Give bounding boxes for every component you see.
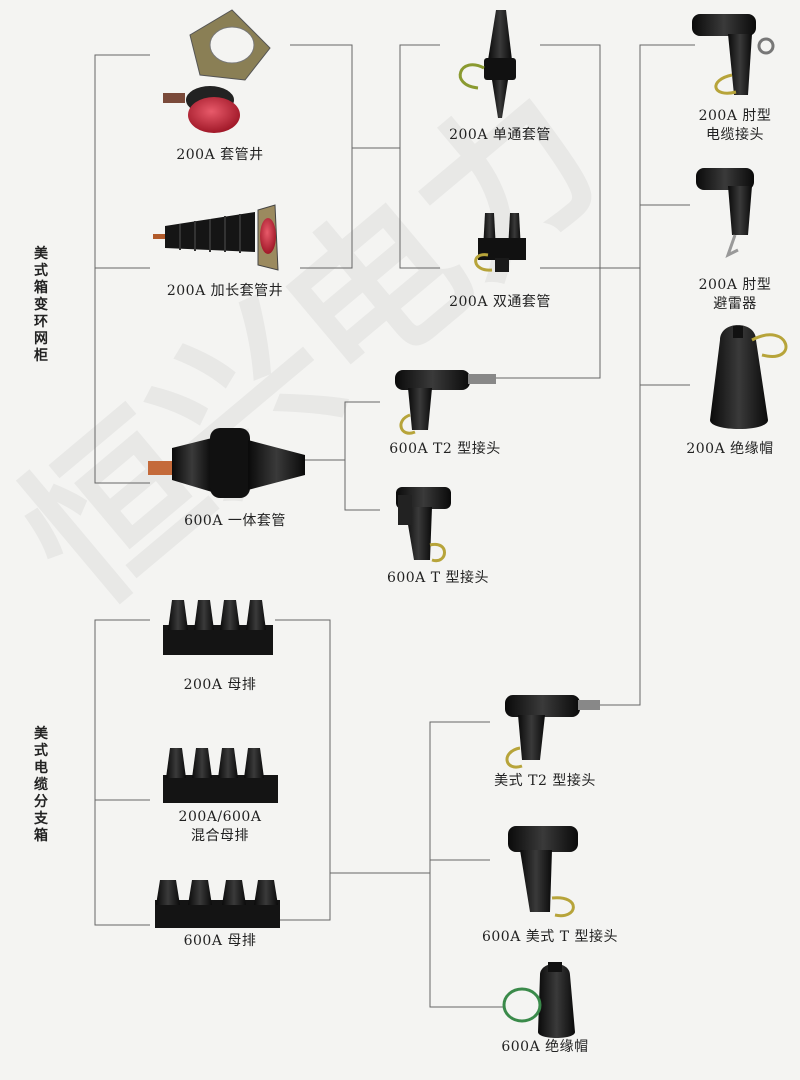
label-us-t2-connector: 美式 T2 型接头	[494, 773, 596, 789]
line-elbow-bracket	[590, 44, 695, 706]
integral-bushing-600a-image	[148, 428, 305, 498]
label-elbow-connector-200a-line2: 电缆接头	[706, 127, 764, 143]
connector-lines	[94, 44, 695, 1008]
t-connector-600a-image	[396, 487, 451, 563]
label-mixed-busbar-line1: 200A/600A	[178, 809, 262, 825]
label-elbow-connector-200a-line1: 200A 肘型	[698, 108, 772, 124]
label-elbow-arrester-200a-line1: 200A 肘型	[698, 277, 772, 293]
label-ext-bushing-well-200a: 200A 加长套管井	[166, 283, 284, 299]
elbow-arrester-200a-image	[696, 168, 754, 258]
label-elbow-arrester-200a-line2: 避雷器	[713, 296, 757, 312]
label-two-way-bushing-200a: 200A 双通套管	[449, 294, 551, 310]
busbar-200a-image	[163, 600, 273, 655]
insulating-cap-200a-image	[710, 325, 788, 429]
bushing-well-200a-image	[163, 9, 271, 133]
label-t2-connector-600a: 600A T2 型接头	[389, 441, 501, 457]
label-one-way-bushing-200a: 200A 单通套管	[449, 127, 551, 143]
label-integral-bushing-600a: 600A 一体套管	[184, 513, 286, 529]
label-busbar-600a: 600A 母排	[183, 933, 257, 949]
mixed-busbar-image	[163, 748, 278, 803]
label-us-t-connector-600a: 600A 美式 T 型接头	[481, 929, 619, 945]
line-integral-to-t	[344, 401, 380, 511]
line-bracket-top	[94, 54, 150, 484]
one-way-bushing-200a-image	[458, 10, 516, 118]
label-insulating-cap-200a: 200A 绝缘帽	[686, 441, 774, 457]
line-bushing-right	[290, 44, 353, 269]
label-busbar-200a: 200A 母排	[183, 677, 257, 693]
group-label-cable-branch: 美式电缆分支箱	[34, 726, 48, 844]
ext-bushing-well-200a-image	[153, 204, 279, 271]
elbow-connector-200a-image	[692, 14, 775, 95]
two-way-bushing-200a-image	[474, 213, 526, 272]
line-busbar-right	[275, 619, 331, 921]
insulating-cap-600a-image	[502, 962, 575, 1038]
label-bushing-well-200a: 200A 套管井	[176, 147, 264, 163]
us-t2-connector-image	[505, 695, 600, 769]
label-t-connector-600a: 600A T 型接头	[386, 570, 490, 586]
group-label-ring-main: 美式箱变环网柜	[34, 246, 48, 364]
label-mixed-busbar-line2: 混合母排	[191, 828, 249, 844]
line-bushing-to-elbow	[460, 44, 601, 379]
us-t-connector-600a-image	[508, 826, 578, 918]
label-insulating-cap-600a: 600A 绝缘帽	[501, 1039, 589, 1055]
t2-connector-600a-image	[395, 370, 496, 435]
line-bracket-bottom	[94, 619, 150, 926]
busbar-600a-image	[155, 880, 280, 928]
line-us-bracket	[429, 721, 505, 1008]
line-bushing-bracket	[399, 44, 440, 269]
